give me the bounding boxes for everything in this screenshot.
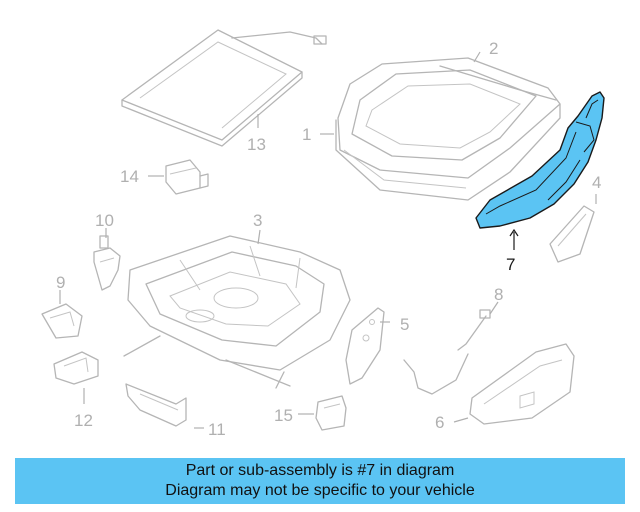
part-14-sensor [165,159,209,195]
callout-2: 2 [489,39,498,58]
part-5-side-bracket [345,307,385,385]
part-7-side-trim-highlighted [475,91,605,229]
callout-1: 1 [302,125,311,144]
callout-10: 10 [95,211,114,230]
part-1-cushion-cover [335,103,561,201]
banner-line-2: Diagram may not be specific to your vehi… [165,482,475,499]
callout-14: 14 [120,167,139,186]
part-10-clip [93,235,121,291]
part-3-seat-frame [123,235,351,389]
callout-8: 8 [494,285,503,304]
callout-11: 11 [208,420,226,439]
parts-diagram: 2 1 13 14 10 3 9 4 5 12 11 15 8 6 7 [41,29,605,439]
part-2-cushion-pad [337,57,561,179]
part-4-switch [549,205,595,263]
part-6-side-shield [469,343,575,425]
callout-13: 13 [247,135,266,154]
callout-15: 15 [274,406,293,425]
callout-5: 5 [400,315,409,334]
callout-9: 9 [56,273,65,292]
part-11-lower-bracket [125,383,187,427]
part-12-bracket [53,351,99,385]
callout-7-highlighted: 7 [506,255,515,274]
info-banner: Part or sub-assembly is #7 in diagram Di… [15,458,625,504]
part-8-cable [403,309,491,395]
banner-line-1: Part or sub-assembly is #7 in diagram [185,462,455,479]
callout-3: 3 [253,211,262,230]
callout-12: 12 [74,411,93,430]
leader-lines [59,51,597,429]
part-13-seat-mat [121,29,327,147]
callout-6: 6 [435,413,444,432]
part-15-small-bracket [315,395,347,431]
callout-4: 4 [592,173,601,192]
part-9-trim-cap [41,303,83,339]
